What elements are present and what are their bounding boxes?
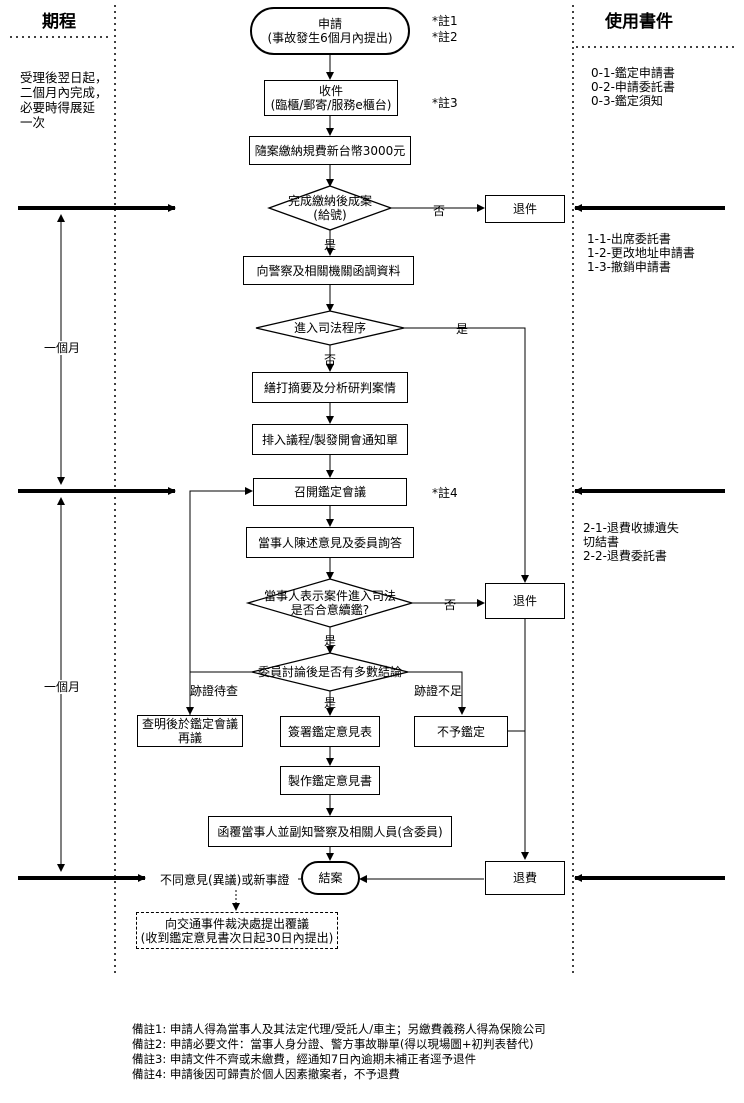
close-terminal: 結案 xyxy=(301,861,360,895)
return-step-2: 退件 xyxy=(485,583,565,619)
document-group-0: 0-1-鑑定申請書 0-2-申請委託書 0-3-鑑定須知 xyxy=(591,66,675,108)
footnote-mark-1: *註1 xyxy=(432,14,458,28)
footnote-3: 備註3: 申請文件不齊或未繳費，經通知7日內逾期未補正者逕予退件 xyxy=(132,1052,477,1066)
decision-continue-shape xyxy=(245,578,415,628)
edge-label-no-2: 否 xyxy=(324,353,337,367)
investigate-step: 查明後於鑑定會議 再議 xyxy=(137,715,243,747)
edge-label-insufficient: 跡證不足 xyxy=(414,684,463,698)
documents-column-header: 使用書件 xyxy=(605,12,673,32)
sign-opinion-step: 簽署鑑定意見表 xyxy=(280,716,380,747)
edge-label-no-3: 否 xyxy=(444,598,457,612)
apply-terminal: 申請 (事故發生6個月內提出) xyxy=(250,7,410,55)
edge-label-yes-2: 是 xyxy=(456,322,469,336)
produce-report-step: 製作鑑定意見書 xyxy=(280,766,380,795)
footnote-mark-4: *註4 xyxy=(432,486,458,500)
edge-label-yes-1: 是 xyxy=(324,238,337,252)
notify-step: 函覆當事人並副知警察及相關人員(含委員) xyxy=(208,816,452,847)
schedule-step: 排入議程/製發開會通知單 xyxy=(252,424,408,455)
month-span-label-1: 一個月 xyxy=(44,341,81,355)
footnote-mark-2: *註2 xyxy=(432,30,458,44)
fee-step: 隨案繳納規費新台幣3000元 xyxy=(249,136,411,165)
decision-continue: 當事人表示案件進入司法 是否合意續鑑? xyxy=(263,589,396,617)
edge-label-pending: 跡證待查 xyxy=(190,684,239,698)
footnote-2: 備註2: 申請必要文件：當事人身分證、警方事故聯單(得以現場圖+初判表替代) xyxy=(132,1037,534,1051)
footnote-4: 備註4: 申請後因可歸責於個人因素撤案者，不予退費 xyxy=(132,1067,400,1081)
document-group-2: 2-1-退費收據遺失 切結書 2-2-退費委託書 xyxy=(583,521,679,563)
return-step-1: 退件 xyxy=(485,195,565,223)
review-step: 向交通事件裁決處提出覆議 (收到鑑定意見書次日起30日內提出) xyxy=(136,912,338,949)
edge-label-no-1: 否 xyxy=(433,204,446,218)
document-group-1: 1-1-出席委託書 1-2-更改地址申請書 1-3-撤銷申請書 xyxy=(587,232,695,274)
processing-deadline-note: 受理後翌日起， 二個月內完成， 必要時得展延 一次 xyxy=(20,70,108,130)
refund-step: 退費 xyxy=(485,861,565,895)
decision-judicial-shape xyxy=(255,310,405,346)
no-appraisal-step: 不予鑑定 xyxy=(414,716,508,747)
schedule-column-header: 期程 xyxy=(42,12,76,32)
footnote-mark-3: *註3 xyxy=(432,96,458,110)
decision-paid-shape xyxy=(267,185,393,231)
statement-step: 當事人陳述意見及委員詢答 xyxy=(246,527,414,558)
footnote-1: 備註1: 申請人得為當事人及其法定代理/受託人/車主；另繳費義務人得為保險公司 xyxy=(132,1022,546,1036)
receive-step: 收件 (臨櫃/郵寄/服務e櫃台) xyxy=(264,80,398,116)
decision-majority: 委員討論後是否有多數結論 xyxy=(257,665,402,679)
decision-judicial: 進入司法程序 xyxy=(293,321,366,335)
edge-label-yes-3: 是 xyxy=(324,634,337,648)
edge-label-objection: 不同意見(異議)或新事證 xyxy=(160,873,290,887)
decision-majority-shape xyxy=(251,652,409,692)
police-data-step: 向警察及相關機關函調資料 xyxy=(243,256,414,285)
meeting-step: 召開鑑定會議 xyxy=(253,478,407,506)
edge-label-yes-4: 是 xyxy=(324,696,337,710)
decision-paid: 完成繳納後成案 (給號) xyxy=(287,194,372,222)
summary-step: 繕打摘要及分析研判案情 xyxy=(252,372,408,403)
month-span-label-2: 一個月 xyxy=(44,680,81,694)
